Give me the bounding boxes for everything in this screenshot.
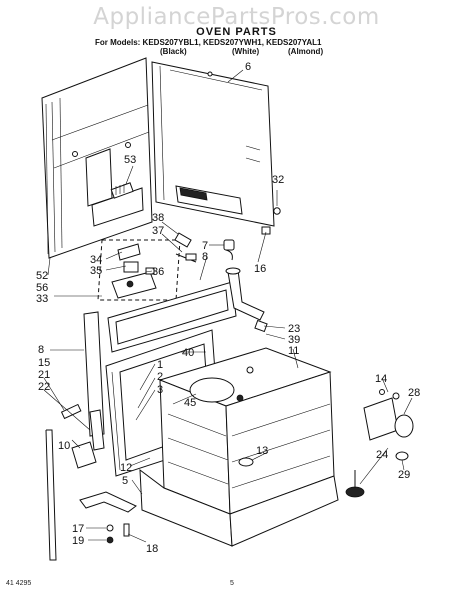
terminal-block xyxy=(363,389,414,461)
callout-24: 24 xyxy=(376,449,388,461)
model-list: For Models: KEDS207YBL1, KEDS207YWH1, KE… xyxy=(95,38,322,47)
callout-19: 19 xyxy=(72,535,84,547)
callout-34: 34 xyxy=(90,254,102,266)
callout-21: 21 xyxy=(38,369,50,381)
callout-8-top: 8 xyxy=(202,251,208,263)
hinge-parts xyxy=(45,403,137,561)
footer-page-number: 5 xyxy=(230,580,234,587)
callout-12: 12 xyxy=(120,462,132,474)
callout-33: 33 xyxy=(36,293,48,305)
callout-45: 45 xyxy=(184,397,196,409)
part-53-fuse xyxy=(110,182,134,199)
variant-almond: (Almond) xyxy=(288,47,324,56)
callout-11: 11 xyxy=(288,345,299,357)
callout-1: 1 xyxy=(157,359,163,371)
base-pan xyxy=(139,468,339,547)
callout-28: 28 xyxy=(408,387,420,399)
callout-53: 53 xyxy=(124,154,136,166)
callout-14: 14 xyxy=(375,373,387,385)
callout-6: 6 xyxy=(245,61,251,73)
callout-22: 22 xyxy=(38,381,50,393)
leveling-leg xyxy=(345,470,365,498)
callout-32: 32 xyxy=(272,174,284,186)
callout-3: 3 xyxy=(157,384,163,396)
callout-39: 39 xyxy=(288,334,300,346)
callout-52: 52 xyxy=(36,270,48,282)
rear-panel xyxy=(151,61,275,227)
callout-7: 7 xyxy=(202,240,208,252)
callout-35: 35 xyxy=(90,265,102,277)
leader-lines xyxy=(43,69,413,543)
callout-40: 40 xyxy=(182,347,194,359)
part-13-plug xyxy=(238,457,254,467)
callout-15: 15 xyxy=(38,357,50,369)
left-insulation-panel xyxy=(41,57,153,259)
callout-2: 2 xyxy=(157,371,163,383)
variant-white: (White) xyxy=(232,47,260,56)
vent-tube xyxy=(225,267,268,333)
callout-8: 8 xyxy=(38,344,44,356)
watermark: AppliancePartsPros.com xyxy=(93,4,380,30)
callout-5: 5 xyxy=(122,475,128,487)
left-trim-strip xyxy=(83,311,105,437)
callout-13: 13 xyxy=(256,445,268,457)
sensor-parts xyxy=(174,232,235,263)
fasteners-right xyxy=(261,190,281,235)
switch-bracket xyxy=(97,239,181,301)
callout-17: 17 xyxy=(72,523,84,535)
callout-18: 18 xyxy=(146,543,158,555)
callout-23: 23 xyxy=(288,323,300,335)
door-gasket-frame xyxy=(107,281,237,353)
oven-cavity xyxy=(158,347,335,515)
callout-16: 16 xyxy=(254,263,266,275)
callouts: 6 53 32 38 37 7 8 16 34 35 36 52 56 33 2… xyxy=(36,61,420,555)
footer-code: 41 4295 xyxy=(6,580,32,587)
callout-37: 37 xyxy=(152,225,164,237)
callout-29: 29 xyxy=(398,469,410,481)
callout-56: 56 xyxy=(36,282,48,294)
callout-10: 10 xyxy=(58,440,70,452)
callout-38: 38 xyxy=(152,212,164,224)
callout-36: 36 xyxy=(152,266,164,278)
diagram-title: OVEN PARTS xyxy=(196,26,277,38)
variant-black: (Black) xyxy=(160,47,187,56)
